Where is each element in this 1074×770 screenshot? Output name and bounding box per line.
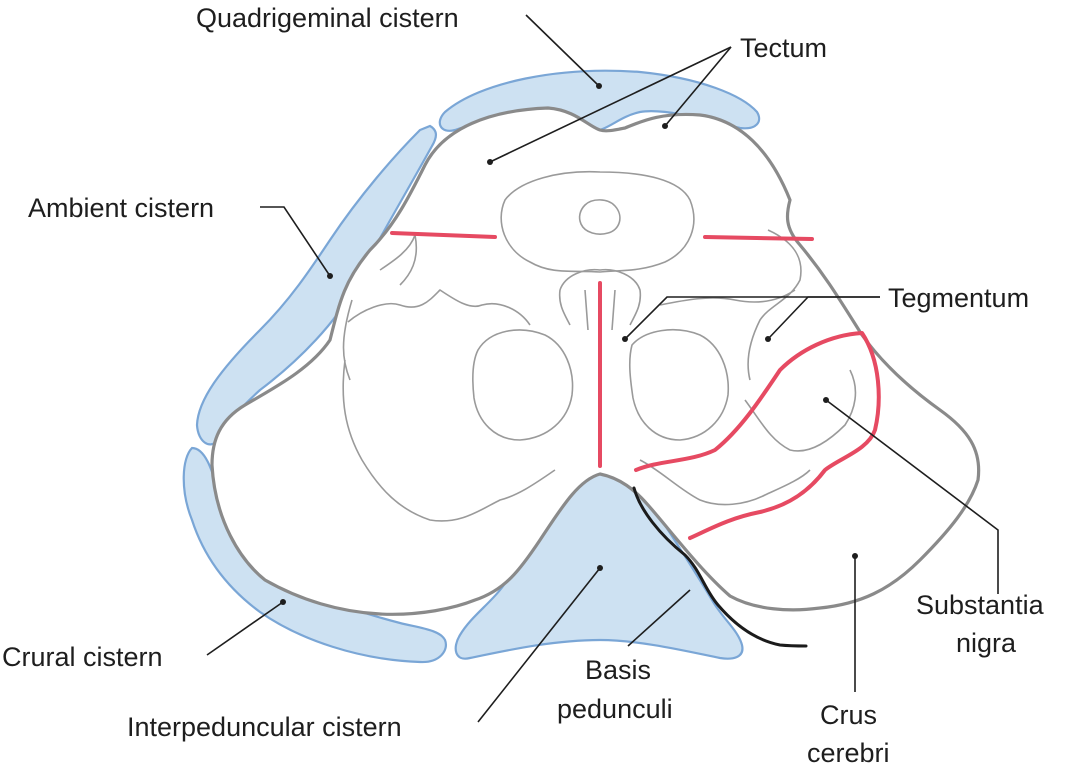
label-ambient-cistern: Ambient cistern bbox=[28, 193, 214, 223]
dot-ambient bbox=[327, 273, 333, 279]
label-tectum: Tectum bbox=[740, 33, 827, 63]
leader-tegmentum-right bbox=[767, 296, 880, 340]
label-basis-pedunculi-line2: pedunculi bbox=[557, 694, 673, 724]
dot-crus bbox=[852, 553, 858, 559]
red-nucleus-left bbox=[472, 329, 574, 441]
tectum-tegmentum-boundary-left bbox=[390, 231, 497, 239]
label-tegmentum: Tegmentum bbox=[888, 283, 1029, 313]
dot-substantia-nigra bbox=[823, 397, 829, 403]
basis-pedunculi-edge bbox=[632, 486, 808, 648]
label-interpeduncular-cistern: Interpeduncular cistern bbox=[127, 712, 402, 742]
label-substantia-nigra-line2: nigra bbox=[956, 628, 1017, 658]
dot-interpeduncular bbox=[597, 565, 603, 571]
left-tegmental-contours bbox=[342, 234, 556, 522]
leader-tectum-left bbox=[489, 46, 732, 163]
dot-tegmentum-right bbox=[765, 336, 771, 342]
periaqueductal-gray bbox=[500, 170, 695, 273]
dot-quadrigeminal bbox=[596, 83, 602, 89]
label-crural-cistern: Crural cistern bbox=[2, 642, 163, 672]
label-basis-pedunculi-line1: Basis bbox=[585, 655, 651, 685]
label-crus-cerebri-line2: cerebri bbox=[807, 738, 890, 768]
tectum-tegmentum-boundary-right bbox=[703, 235, 814, 241]
leader-ambient bbox=[260, 206, 331, 277]
leader-interpeduncular bbox=[477, 567, 601, 723]
leader-quadrigeminal bbox=[525, 14, 600, 87]
dot-tectum-left bbox=[487, 159, 493, 165]
cerebral-aqueduct bbox=[578, 199, 621, 235]
label-substantia-nigra-line1: Substantia bbox=[916, 590, 1045, 620]
red-nucleus-right bbox=[628, 329, 730, 441]
label-crus-cerebri-line1: Crus bbox=[820, 700, 877, 730]
midline-nuclei bbox=[558, 268, 642, 331]
leader-crural bbox=[206, 601, 284, 656]
label-quadrigeminal-cistern: Quadrigeminal cistern bbox=[196, 3, 459, 33]
substantia-nigra-boundary bbox=[634, 331, 881, 540]
leader-tectum-right bbox=[664, 46, 732, 127]
dot-tectum-right bbox=[662, 123, 668, 129]
leader-substantia-nigra bbox=[825, 399, 999, 594]
right-tegmental-contours bbox=[639, 229, 857, 506]
dot-tegmentum-left bbox=[622, 336, 628, 342]
dot-crural bbox=[280, 599, 286, 605]
leader-basis bbox=[627, 589, 691, 647]
